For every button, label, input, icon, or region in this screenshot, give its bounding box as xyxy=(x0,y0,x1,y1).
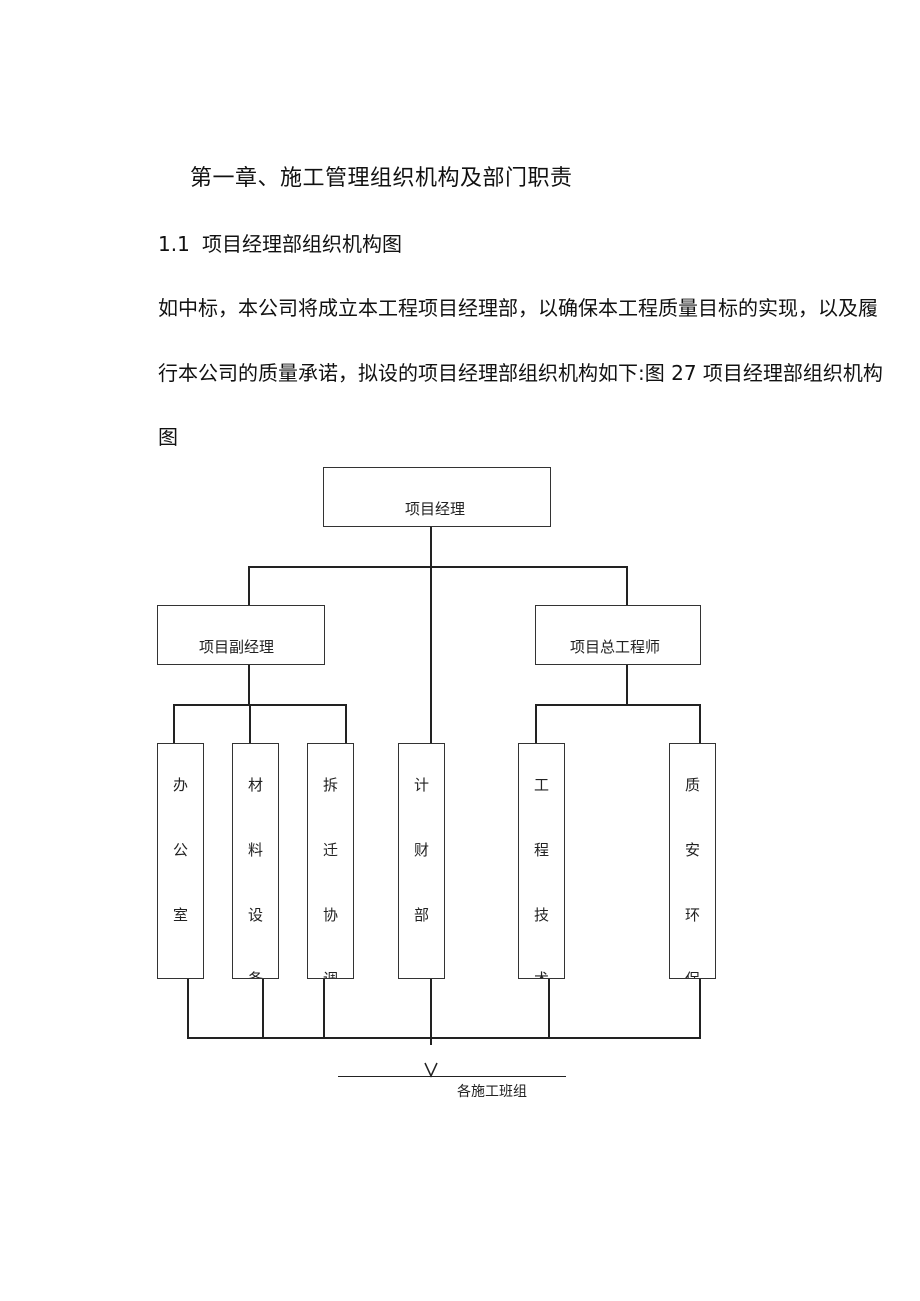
connector-line xyxy=(535,704,700,706)
connector-line xyxy=(248,566,250,606)
connector-line xyxy=(262,979,264,1038)
department-char: 办 xyxy=(172,776,188,794)
department-char: 调 xyxy=(322,970,338,979)
department-box-finance: 计 财 部 xyxy=(398,743,445,979)
connector-line xyxy=(626,566,628,606)
connector-line xyxy=(548,979,550,1038)
department-char: 术 xyxy=(533,970,549,979)
department-char: 技 xyxy=(533,906,549,924)
department-char: 迁 xyxy=(322,841,338,859)
department-box-office: 办 公 室 xyxy=(157,743,204,979)
paragraph-line-3: 图 xyxy=(158,425,178,449)
section-number: 1.1 xyxy=(158,232,190,256)
section-title: 项目经理部组织机构图 xyxy=(202,232,402,256)
connector-line xyxy=(249,704,251,744)
chapter-heading: 第一章、施工管理组织机构及部门职责 xyxy=(190,166,573,191)
department-box-quality-safety: 质 安 环 保 xyxy=(669,743,716,979)
connector-line xyxy=(345,704,347,744)
connector-line xyxy=(173,704,175,744)
department-char: 部 xyxy=(413,906,429,924)
department-char: 安 xyxy=(684,841,700,859)
connector-line xyxy=(248,665,250,705)
connector-line xyxy=(248,566,627,568)
department-char: 财 xyxy=(413,841,429,859)
paragraph-line-2: 行本公司的质量承诺，拟设的项目经理部组织机构如下:图 27 项目经理部组织机构 xyxy=(158,361,883,385)
construction-teams-label: 各施工班组 xyxy=(457,1084,527,1100)
paragraph-line-1: 如中标，本公司将成立本工程项目经理部，以确保本工程质量目标的实现，以及履 xyxy=(158,296,878,320)
department-box-relocation: 拆 迁 协 调 xyxy=(307,743,354,979)
connector-line xyxy=(535,704,537,744)
bottom-baseline xyxy=(338,1076,566,1078)
department-box-materials: 材 料 设 备 xyxy=(232,743,279,979)
department-char: 协 xyxy=(322,906,338,924)
department-char: 拆 xyxy=(322,776,338,794)
project-manager-label: 项目经理 xyxy=(405,500,466,518)
department-char: 程 xyxy=(533,841,549,859)
project-manager-box xyxy=(323,467,551,527)
connector-line xyxy=(187,1037,701,1039)
department-char: 室 xyxy=(172,906,188,924)
department-char: 材 xyxy=(247,776,263,794)
department-char: 料 xyxy=(247,841,263,859)
department-char: 环 xyxy=(684,906,700,924)
department-char: 设 xyxy=(247,906,263,924)
chief-engineer-box xyxy=(535,605,701,665)
department-box-engineering: 工 程 技 术 xyxy=(518,743,565,979)
connector-line xyxy=(699,979,701,1038)
chief-engineer-label: 项目总工程师 xyxy=(570,638,661,656)
department-char: 公 xyxy=(172,841,188,859)
section-heading: 1.1 项目经理部组织机构图 xyxy=(158,228,402,257)
connector-line xyxy=(699,704,701,744)
deputy-manager-box xyxy=(157,605,325,665)
department-char: 工 xyxy=(533,776,549,794)
connector-line xyxy=(173,704,346,706)
connector-line xyxy=(626,665,628,705)
deputy-manager-label: 项目副经理 xyxy=(199,638,275,656)
department-char: 计 xyxy=(413,776,429,794)
connector-line xyxy=(187,979,189,1038)
department-char: 备 xyxy=(247,970,263,979)
department-char: 保 xyxy=(684,970,700,979)
connector-line xyxy=(323,979,325,1038)
department-char: 质 xyxy=(684,776,700,794)
